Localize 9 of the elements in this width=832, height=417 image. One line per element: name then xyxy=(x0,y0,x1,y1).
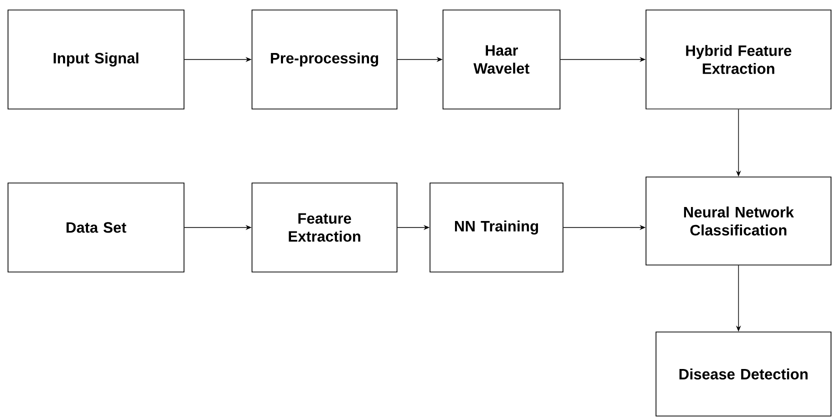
process-box: Disease Detection xyxy=(656,332,832,416)
process-box: Input Signal xyxy=(8,10,184,110)
process-box: Neural Network Classification xyxy=(646,176,832,266)
process-box: Pre-processing xyxy=(252,10,398,110)
process-box: Data Set xyxy=(8,182,184,272)
process-box: NN Training xyxy=(430,182,564,272)
process-box: Feature Extraction xyxy=(252,182,398,272)
process-box: Haar Wavelet xyxy=(442,10,560,110)
process-box: Hybrid Feature Extraction xyxy=(646,10,832,110)
